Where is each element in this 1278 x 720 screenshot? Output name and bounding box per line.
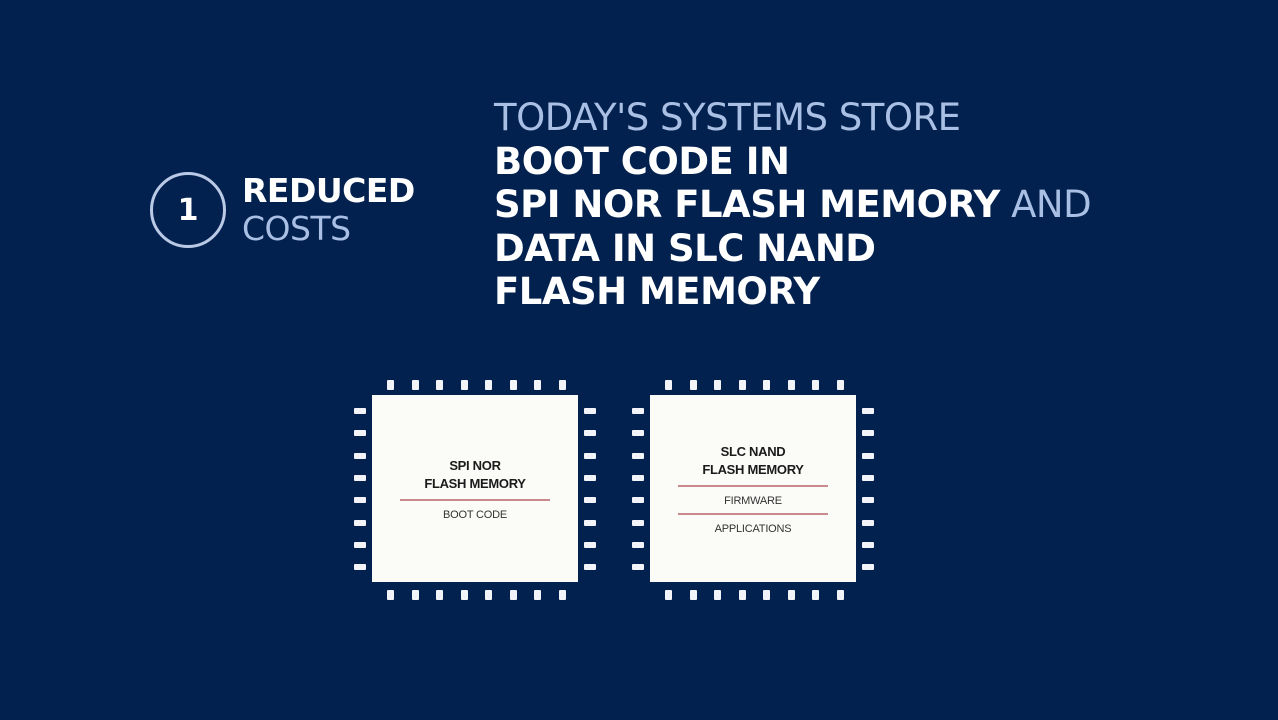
chip-pin [836, 380, 844, 390]
chip-pin [534, 380, 541, 390]
chip-pin [436, 380, 443, 390]
headline-line-3-and: AND [999, 183, 1092, 226]
chip-pin [862, 430, 874, 437]
chip-pin [862, 541, 874, 548]
chip-pin [584, 519, 596, 526]
chip-pin [354, 408, 366, 414]
chip-divider [678, 512, 828, 515]
headline-line-5: FLASH MEMORY [494, 270, 820, 313]
chip-pin [436, 590, 443, 600]
chip-pin [558, 380, 566, 390]
chip-pin [632, 430, 644, 437]
headline: TODAY'S SYSTEMS STORE BOOT CODE IN SPI N… [494, 96, 1092, 314]
chip-title-line-1: SLC NAND [720, 443, 786, 459]
spi-nor-chip-icon: SPI NOR FLASH MEMORY BOOT CODE [350, 375, 600, 605]
chip-pin [584, 474, 596, 481]
chip-pin [763, 380, 770, 390]
chip-pin [763, 590, 770, 600]
chip-pin [411, 590, 419, 600]
chip-pin [534, 590, 541, 600]
chip-pin [460, 380, 468, 390]
chip-pin [387, 380, 394, 390]
chip-pin [354, 430, 366, 437]
chip-pin [862, 519, 874, 526]
chip-pin [632, 497, 644, 504]
chip-pin [354, 564, 366, 571]
chip-pin [354, 519, 366, 526]
chip-pin [812, 590, 819, 600]
step-label: REDUCED COSTS [242, 172, 415, 248]
chip-pin [862, 408, 874, 414]
chip-pin [689, 590, 697, 600]
chip-title: SPI NOR FLASH MEMORY [424, 457, 526, 493]
chip-title: SLC NAND FLASH MEMORY [702, 443, 804, 479]
chip-pin [738, 380, 746, 390]
chip-title-line-2: FLASH MEMORY [424, 475, 526, 491]
chip-pin [862, 474, 874, 481]
chip-pin [632, 519, 644, 526]
chip-item-boot-code: BOOT CODE [442, 508, 507, 521]
chip-pin [632, 564, 644, 571]
chip-pin [787, 590, 795, 600]
headline-line-2: BOOT CODE IN [494, 139, 790, 183]
chip-pin [584, 452, 596, 459]
chip-divider [400, 498, 550, 501]
chip-pin [665, 590, 672, 600]
step-number: 1 [177, 192, 199, 228]
chip-pin [354, 497, 366, 504]
chip-pin [460, 590, 468, 600]
chip-pin [387, 590, 394, 600]
step-number-badge: 1 [150, 172, 226, 248]
chip-body: SLC NAND FLASH MEMORY FIRMWARE APPLICATI… [650, 395, 856, 582]
chip-title-line-1: SPI NOR [449, 457, 501, 473]
chip-pin [787, 380, 795, 390]
chip-pin [354, 452, 366, 459]
chip-pin [485, 380, 492, 390]
chip-pin [584, 564, 596, 571]
chip-item-applications: APPLICATIONS [714, 522, 792, 535]
chip-pin [862, 452, 874, 459]
chip-pin [632, 474, 644, 481]
chip-pin [862, 564, 874, 571]
chip-pin [812, 380, 819, 390]
chip-pin [836, 590, 844, 600]
chip-pin [485, 590, 492, 600]
chip-pin [714, 590, 721, 600]
chip-pin [714, 380, 721, 390]
step-label-strong: REDUCED [242, 171, 415, 210]
chip-pin [632, 452, 644, 459]
chip-pin [509, 380, 517, 390]
chip-pin [689, 380, 697, 390]
headline-line-3: SPI NOR FLASH MEMORY [494, 183, 1000, 226]
chip-pin [584, 497, 596, 504]
headline-line-1: TODAY'S SYSTEMS STORE [494, 96, 961, 139]
chip-pin [354, 474, 366, 481]
chip-pin [584, 541, 596, 548]
chip-pin [862, 497, 874, 504]
chip-pin [665, 380, 672, 390]
chip-body: SPI NOR FLASH MEMORY BOOT CODE [372, 395, 578, 582]
chip-divider [678, 484, 828, 487]
chip-pin [738, 590, 746, 600]
chip-pin [632, 541, 644, 548]
chip-pin [584, 408, 596, 414]
step-label-light: COSTS [242, 209, 351, 248]
chip-pin [632, 408, 644, 414]
chip-title-line-2: FLASH MEMORY [702, 461, 804, 477]
chip-pin [411, 380, 419, 390]
headline-line-4: DATA IN SLC NAND [494, 226, 876, 270]
chip-item-firmware: FIRMWARE [724, 494, 782, 507]
chip-pin [558, 590, 566, 600]
chip-pin [354, 541, 366, 548]
slc-nand-chip-icon: SLC NAND FLASH MEMORY FIRMWARE APPLICATI… [628, 375, 878, 605]
chip-pin [584, 430, 596, 437]
chip-pin [509, 590, 517, 600]
